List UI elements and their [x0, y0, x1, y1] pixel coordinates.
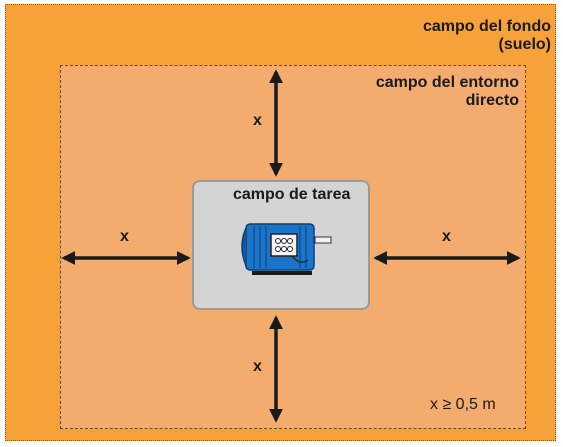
- distance-label-left: x: [120, 228, 129, 245]
- task-field-label: campo de tarea: [233, 186, 351, 203]
- background-field-label-line2: (suelo): [498, 36, 551, 53]
- environment-field-label-line1: campo del entorno: [375, 74, 519, 91]
- environment-field-label-line2: directo: [465, 92, 519, 109]
- background-field-label: campo del fondo (suelo): [423, 18, 551, 54]
- background-field-label-line1: campo del fondo: [423, 18, 551, 35]
- distance-condition: x ≥ 0,5 m: [430, 396, 496, 413]
- electric-motor-icon: [241, 223, 332, 275]
- environment-field-label: campo del entorno directo: [376, 74, 519, 110]
- distance-label-top: x: [253, 112, 262, 129]
- distance-label-bottom: x: [253, 358, 262, 375]
- distance-label-right: x: [442, 228, 451, 245]
